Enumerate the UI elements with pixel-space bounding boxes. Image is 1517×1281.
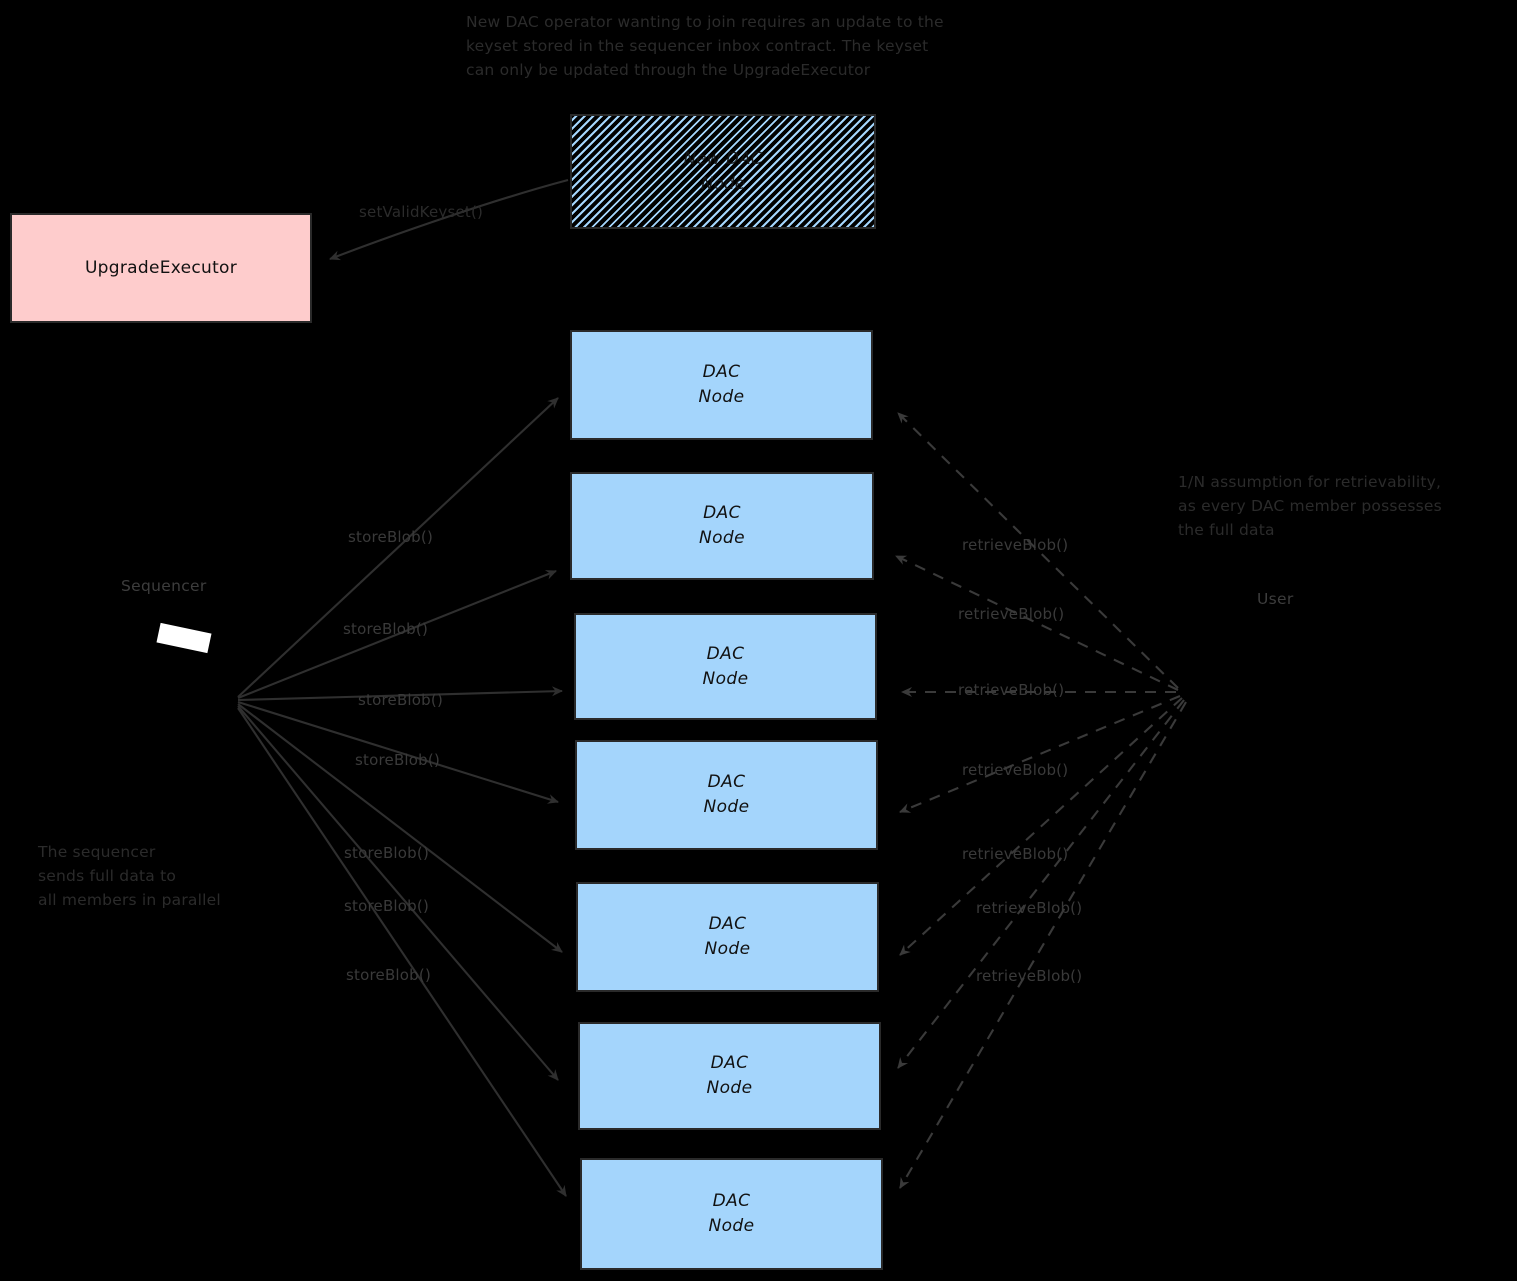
dac-node-box-6[interactable]: DAC Node bbox=[578, 1022, 881, 1130]
edge-label-retrieve-blob-4: retrieveBlob() bbox=[962, 761, 1069, 779]
new-dac-node-box: New DAC Node bbox=[570, 114, 876, 229]
edge-label-retrieve-blob-1: retrieveBlob() bbox=[962, 536, 1069, 554]
edge-label-set-valid-keyset: setValidKeyset() bbox=[359, 203, 484, 221]
edges-store-blob bbox=[237, 397, 567, 1197]
dac-node-line1: DAC bbox=[712, 1191, 751, 1212]
user-label: User bbox=[1257, 590, 1294, 608]
dac-node-line1: DAC bbox=[702, 362, 741, 383]
dac-node-line2: Node bbox=[699, 528, 745, 548]
sequencer-note: The sequencer sends full data to all mem… bbox=[38, 843, 221, 910]
dac-node-line2: Node bbox=[708, 1216, 755, 1236]
edge-set-valid-keyset bbox=[329, 178, 569, 261]
title-note: New DAC operator wanting to join require… bbox=[466, 13, 944, 80]
dac-node-line1: DAC bbox=[703, 503, 741, 524]
edge-label-retrieve-blob-5: retrieveBlob() bbox=[962, 845, 1069, 863]
edge-label-retrieve-blob-2: retrieveBlob() bbox=[958, 605, 1065, 623]
user-note: 1/N assumption for retrievability, as ev… bbox=[1178, 473, 1442, 540]
edge-label-store-blob-7: storeBlob() bbox=[346, 966, 432, 984]
edges-retrieve-blob bbox=[895, 412, 1187, 1189]
edge-label-store-blob-5: storeBlob() bbox=[344, 844, 430, 862]
new-dac-node-line1: New DAC bbox=[683, 148, 763, 169]
new-dac-node-line2: Node bbox=[700, 173, 746, 194]
dac-node-box-3[interactable]: DAC Node bbox=[574, 613, 877, 720]
edge-label-store-blob-4: storeBlob() bbox=[355, 751, 441, 769]
dac-node-line2: Node bbox=[703, 797, 750, 817]
edge-label-retrieve-blob-3: retrieveBlob() bbox=[958, 681, 1065, 699]
dac-node-box-5[interactable]: DAC Node bbox=[576, 882, 879, 992]
edge-label-store-blob-2: storeBlob() bbox=[343, 620, 429, 638]
dac-node-line1: DAC bbox=[708, 914, 747, 935]
edge-label-retrieve-blob-7: retrieveBlob() bbox=[976, 967, 1083, 985]
dac-node-line2: Node bbox=[702, 668, 749, 689]
dac-node-line2: Node bbox=[706, 1078, 753, 1098]
edge-label-retrieve-blob-6: retrieveBlob() bbox=[976, 899, 1083, 917]
edge-label-store-blob-6: storeBlob() bbox=[344, 897, 430, 915]
dac-node-line1: DAC bbox=[707, 772, 746, 793]
dac-node-box-4[interactable]: DAC Node bbox=[575, 740, 878, 850]
upgrade-executor-box[interactable]: UpgradeExecutor bbox=[10, 213, 312, 323]
sequencer-label: Sequencer bbox=[121, 577, 207, 595]
dac-node-line1: DAC bbox=[706, 643, 745, 664]
dac-node-box-7[interactable]: DAC Node bbox=[580, 1158, 883, 1270]
dac-node-box-2[interactable]: DAC Node bbox=[570, 472, 874, 580]
dac-node-line2: Node bbox=[704, 939, 751, 959]
edge-label-store-blob-3: storeBlob() bbox=[358, 691, 444, 709]
upgrade-executor-label: UpgradeExecutor bbox=[84, 258, 238, 278]
dac-node-box-1[interactable]: DAC Node bbox=[570, 330, 873, 440]
dac-node-line1: DAC bbox=[710, 1053, 749, 1074]
dac-node-line2: Node bbox=[698, 387, 745, 407]
edge-label-store-blob-1: storeBlob() bbox=[348, 528, 434, 546]
